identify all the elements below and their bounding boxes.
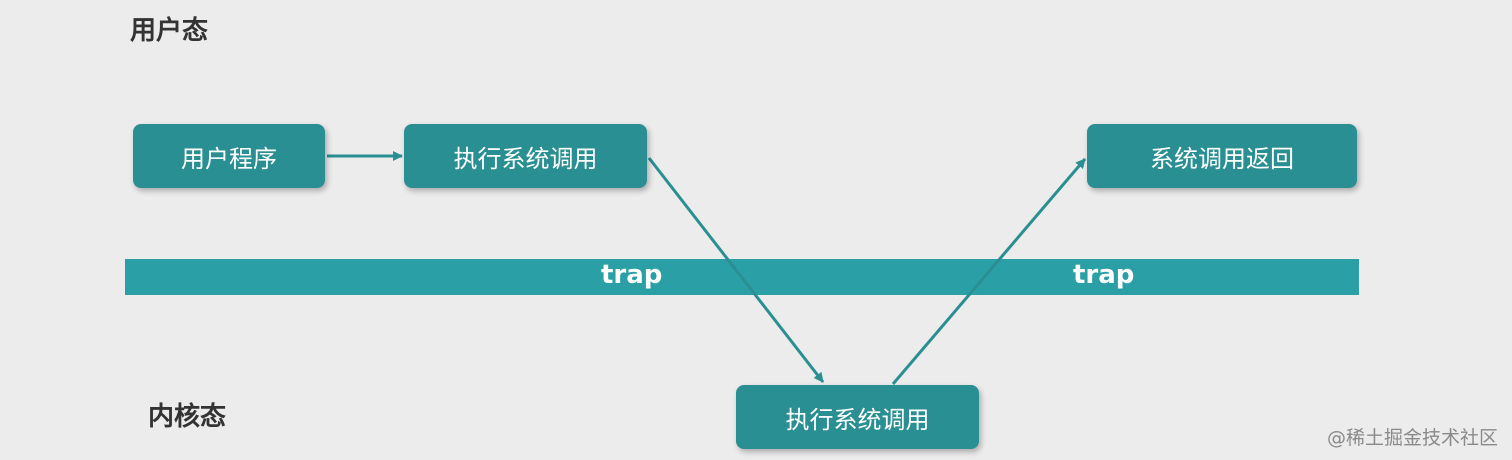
syscall-return-node: 系统调用返回: [1087, 124, 1357, 188]
trap-label: trap: [601, 260, 663, 290]
execute-syscall-label: 执行系统调用: [453, 144, 598, 173]
syscall-return-label: 系统调用返回: [1150, 144, 1294, 173]
kernel-execute-syscall-node: 执行系统调用: [736, 385, 979, 449]
trap-label: trap: [1073, 260, 1135, 290]
trap-band: [125, 259, 1359, 295]
kernel-execute-syscall-label: 执行系统调用: [785, 405, 930, 434]
user-program-node: 用户程序: [133, 124, 325, 188]
user-mode-label: 用户态: [130, 16, 209, 46]
user-program-label: 用户程序: [181, 144, 277, 173]
kernel-mode-label: 内核态: [148, 402, 227, 432]
watermark: @稀土掘金技术社区: [1326, 427, 1498, 449]
execute-syscall-node: 执行系统调用: [404, 124, 647, 188]
